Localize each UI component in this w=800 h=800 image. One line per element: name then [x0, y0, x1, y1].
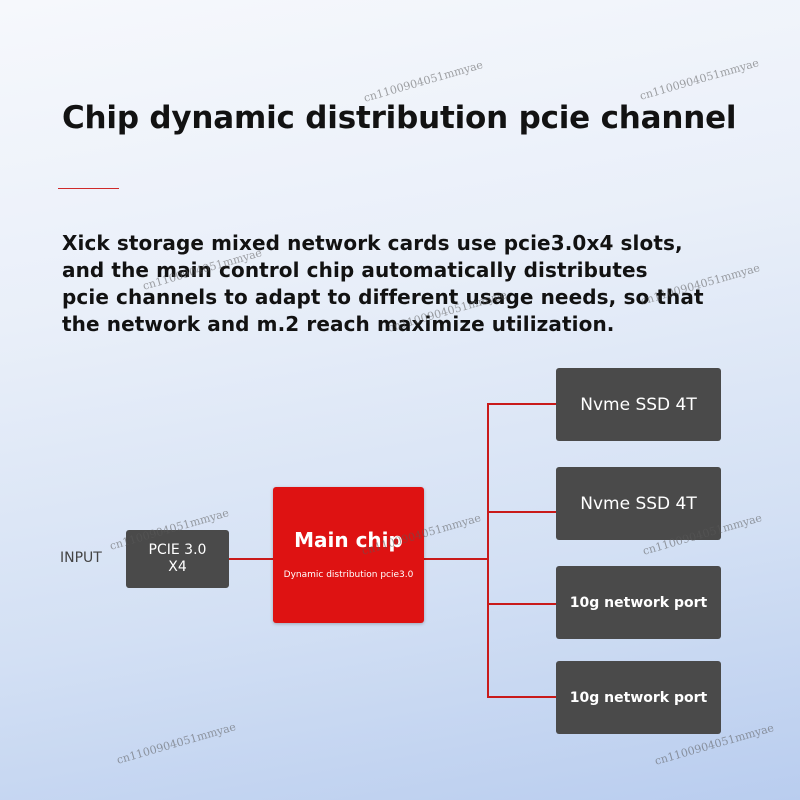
main-chip-box: Main chip Dynamic distribution pcie3.0 [273, 487, 424, 623]
description-line-2: and the main control chip automatically … [62, 258, 648, 282]
output-box-network-2: 10g network port [556, 661, 721, 734]
line-branch-1 [487, 403, 556, 405]
description-line-3: pcie channels to adapt to different usag… [62, 285, 704, 309]
page-title: Chip dynamic distribution pcie channel [62, 100, 737, 136]
output-box-nvme-1: Nvme SSD 4T [556, 368, 721, 441]
watermark-text: cn1100904051mmyae [362, 58, 485, 105]
pcie-input-box: PCIE 3.0 X4 [126, 530, 229, 588]
output-label: 10g network port [569, 689, 708, 706]
line-branch-4 [487, 696, 556, 698]
description: Xick storage mixed network cards use pci… [62, 230, 782, 338]
output-label: 10g network port [569, 594, 708, 611]
line-chip-to-bus [424, 558, 489, 560]
line-input-to-chip [229, 558, 273, 560]
line-branch-2 [487, 511, 556, 513]
title-accent-rule [58, 188, 119, 189]
line-branch-3 [487, 603, 556, 605]
pcie-box-line-1: PCIE 3.0 [148, 542, 207, 558]
watermark-text: cn1100904051mmyae [638, 56, 761, 103]
line-vertical-bus [487, 403, 489, 698]
watermark-text: cn1100904051mmyae [115, 720, 238, 767]
output-box-nvme-2: Nvme SSD 4T [556, 467, 721, 540]
output-label: Nvme SSD 4T [580, 394, 697, 415]
main-chip-subtitle: Dynamic distribution pcie3.0 [283, 570, 414, 580]
main-chip-title: Main chip [294, 528, 403, 552]
description-line-4: the network and m.2 reach maximize utili… [62, 312, 615, 336]
output-label: Nvme SSD 4T [580, 493, 697, 514]
output-box-network-1: 10g network port [556, 566, 721, 639]
pcie-box-line-2: X4 [168, 559, 187, 575]
input-label: INPUT [60, 550, 102, 566]
description-line-1: Xick storage mixed network cards use pci… [62, 231, 683, 255]
